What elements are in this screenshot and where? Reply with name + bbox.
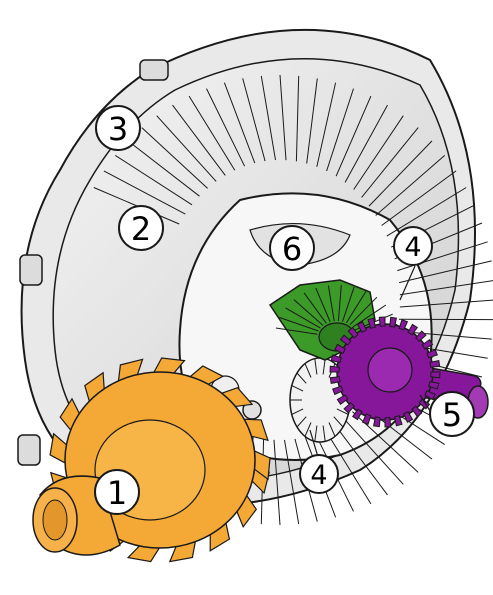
callout-2: 2 xyxy=(119,206,163,250)
callout-1: 1 xyxy=(95,470,139,514)
svg-text:1: 1 xyxy=(107,474,127,512)
callout-3: 3 xyxy=(96,106,140,150)
svg-text:4: 4 xyxy=(404,232,421,263)
callout-6: 6 xyxy=(270,226,314,270)
callout-5: 5 xyxy=(430,392,474,436)
svg-text:6: 6 xyxy=(282,230,302,268)
callout-4-upper: 4 xyxy=(394,227,432,265)
svg-text:2: 2 xyxy=(131,210,151,248)
svg-text:5: 5 xyxy=(442,396,462,434)
callout-4-lower: 4 xyxy=(300,455,338,493)
svg-text:3: 3 xyxy=(108,110,128,148)
svg-text:4: 4 xyxy=(310,460,327,491)
